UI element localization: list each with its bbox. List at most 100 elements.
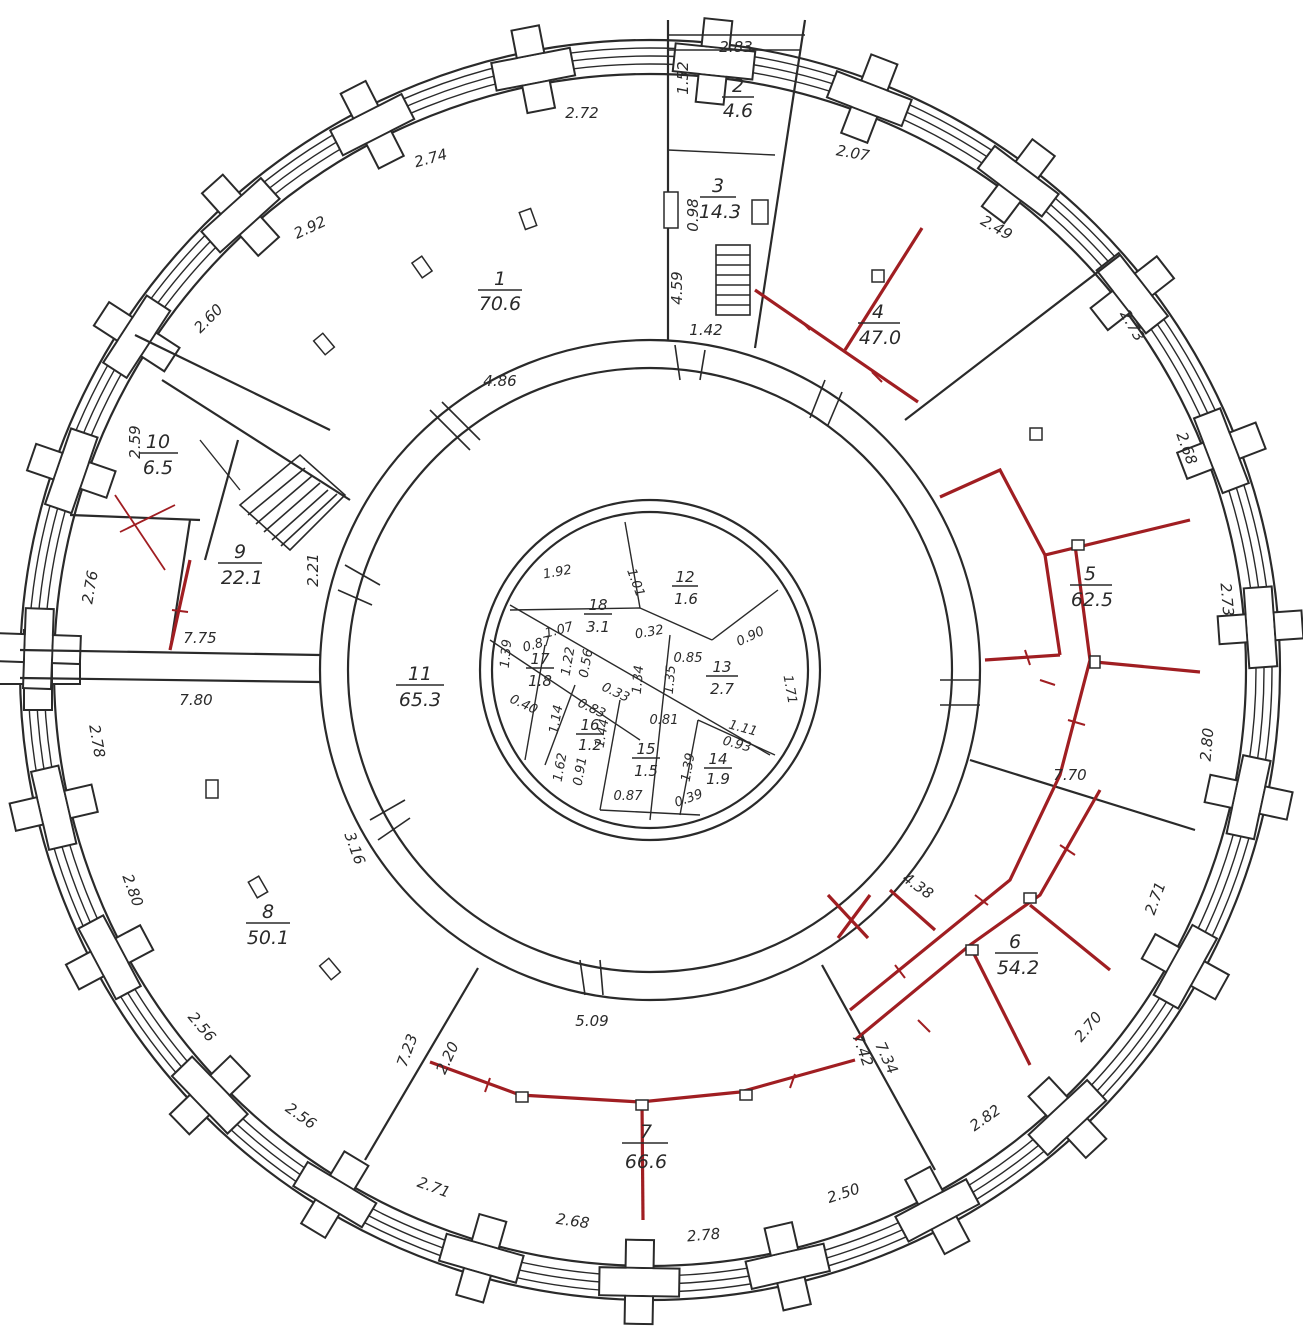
svg-text:0.91: 0.91: [571, 756, 591, 787]
svg-text:5.09: 5.09: [575, 1012, 608, 1030]
pier: [25, 427, 117, 515]
svg-text:5: 5: [1084, 563, 1096, 585]
pier: [1175, 407, 1267, 495]
pier: [825, 53, 913, 145]
pier: [1140, 923, 1231, 1010]
svg-text:2.68: 2.68: [555, 1210, 591, 1232]
svg-text:1.6: 1.6: [674, 590, 698, 608]
svg-text:7.42: 7.42: [849, 1032, 877, 1070]
svg-text:65.3: 65.3: [399, 689, 441, 711]
pier: [328, 79, 416, 170]
svg-text:62.5: 62.5: [1071, 589, 1113, 611]
svg-text:2.73: 2.73: [1217, 582, 1238, 617]
svg-text:15: 15: [636, 740, 655, 758]
svg-text:0.85: 0.85: [674, 651, 703, 666]
svg-text:14: 14: [708, 750, 727, 768]
svg-text:4.59: 4.59: [668, 271, 686, 304]
svg-text:0.32: 0.32: [634, 623, 665, 643]
svg-text:0.90: 0.90: [734, 624, 767, 650]
svg-text:0.56: 0.56: [577, 648, 597, 679]
pier: [8, 764, 99, 852]
room-label-15: 15 1.5: [632, 740, 660, 780]
svg-text:0.81: 0.81: [650, 713, 679, 728]
svg-text:1.71: 1.71: [780, 674, 800, 705]
svg-text:2.78: 2.78: [85, 723, 109, 759]
svg-text:1.5: 1.5: [634, 762, 658, 780]
svg-text:1.01: 1.01: [623, 567, 647, 599]
svg-text:1.35: 1.35: [662, 665, 679, 695]
svg-text:4.38: 4.38: [899, 869, 937, 903]
svg-text:11: 11: [408, 663, 432, 685]
svg-text:1.07: 1.07: [543, 619, 576, 641]
room-label-3: 3 14.3: [699, 175, 741, 223]
svg-text:7.80: 7.80: [179, 691, 212, 709]
pier: [0, 607, 82, 691]
svg-text:2.71: 2.71: [1141, 880, 1169, 918]
pier: [490, 24, 577, 115]
svg-text:16: 16: [580, 716, 599, 734]
svg-text:1.39: 1.39: [498, 639, 515, 669]
svg-text:4.6: 4.6: [723, 100, 753, 122]
svg-text:4.86: 4.86: [483, 372, 516, 390]
svg-text:0.93: 0.93: [721, 734, 753, 756]
pier: [291, 1150, 378, 1240]
pier: [1027, 1075, 1108, 1160]
svg-text:0.87: 0.87: [521, 633, 554, 655]
pier: [598, 1238, 681, 1326]
svg-text:1.9: 1.9: [706, 770, 730, 788]
svg-text:9: 9: [234, 541, 246, 563]
svg-text:7: 7: [640, 1121, 652, 1143]
svg-text:2.74: 2.74: [412, 145, 449, 171]
svg-text:0.40: 0.40: [507, 692, 540, 718]
room-label-17: 17 1.8: [526, 650, 554, 690]
svg-text:0.33: 0.33: [599, 680, 632, 706]
svg-text:2.07: 2.07: [835, 141, 871, 165]
pier: [1089, 251, 1176, 335]
svg-text:2.82: 2.82: [966, 1101, 1004, 1135]
pier: [64, 914, 155, 1001]
svg-text:1.92: 1.92: [542, 563, 573, 583]
svg-text:7.23: 7.23: [393, 1032, 421, 1070]
stairs-west: [238, 453, 347, 552]
room-label-6: 6 54.2: [995, 931, 1039, 979]
svg-text:2.71: 2.71: [415, 1173, 453, 1201]
door-ticks: [337, 344, 980, 996]
svg-text:22.1: 22.1: [221, 567, 263, 589]
pier: [168, 1054, 252, 1136]
svg-text:2.80: 2.80: [1197, 727, 1218, 762]
svg-text:7.75: 7.75: [183, 629, 216, 647]
svg-text:2.59: 2.59: [126, 425, 144, 458]
svg-text:10: 10: [146, 431, 170, 453]
pier: [671, 17, 757, 106]
column-markers: [205, 191, 1043, 981]
svg-text:0.87: 0.87: [614, 789, 644, 804]
svg-text:4: 4: [872, 301, 884, 323]
svg-text:47.0: 47.0: [859, 327, 901, 349]
svg-text:1.34: 1.34: [630, 665, 647, 695]
svg-text:1.2: 1.2: [578, 736, 602, 754]
corridor-ring-walls: [318, 338, 982, 1002]
pier: [437, 1212, 525, 1304]
svg-text:0.98: 0.98: [684, 198, 702, 231]
svg-text:3: 3: [712, 175, 724, 197]
svg-text:12: 12: [675, 568, 694, 586]
room-label-9: 9 22.1: [218, 541, 263, 589]
svg-text:1.39: 1.39: [679, 752, 699, 783]
room-label-16: 16 1.2: [576, 716, 604, 754]
svg-text:50.1: 50.1: [247, 927, 289, 949]
pier: [1216, 585, 1303, 670]
svg-text:2.60: 2.60: [190, 300, 226, 336]
svg-text:2: 2: [732, 75, 744, 97]
svg-text:2.72: 2.72: [565, 104, 598, 122]
pier: [976, 137, 1061, 225]
room-label-2: 2 4.6: [722, 75, 754, 122]
svg-text:2.80: 2.80: [119, 872, 147, 910]
svg-text:2.21: 2.21: [304, 553, 322, 586]
pier: [199, 173, 282, 258]
svg-text:2.70: 2.70: [1071, 1008, 1106, 1045]
room-label-11: 11 65.3: [396, 663, 444, 711]
room-label-7: 7 66.6: [622, 1121, 668, 1173]
svg-text:1.22: 1.22: [559, 646, 579, 677]
core-walls: [478, 498, 822, 842]
svg-text:14.3: 14.3: [699, 201, 741, 223]
